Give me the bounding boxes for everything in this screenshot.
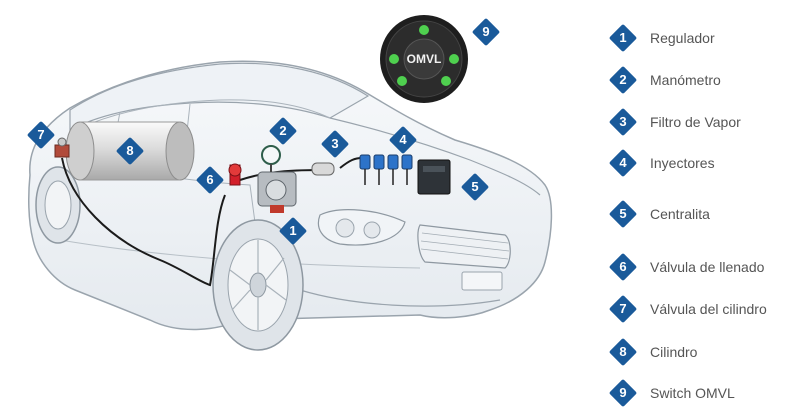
cylinder-valve [54, 137, 70, 158]
marker-injectors: 4 [388, 125, 418, 155]
legend-marker: 1 [608, 23, 638, 53]
marker-number: 5 [471, 179, 479, 194]
marker-ecu: 5 [460, 172, 490, 202]
legend-label: Válvula de llenado [650, 259, 765, 275]
legend-marker: 6 [608, 252, 638, 282]
legend-label: Regulador [650, 30, 715, 46]
ecu-part [417, 159, 451, 195]
legend-label: Manómetro [650, 72, 721, 88]
switch-led-left [389, 54, 399, 64]
marker-cylinder: 8 [115, 136, 145, 166]
switch-brand-label: OMVL [407, 52, 442, 66]
legend-item: 3 Filtro de Vapor [608, 107, 741, 137]
marker-number: 8 [126, 143, 134, 158]
marker-number: 9 [482, 24, 490, 39]
injectors-part [359, 154, 413, 185]
car-rear-wheel [35, 166, 81, 244]
legend-label: Switch OMVL [650, 385, 735, 401]
legend-item: 9 Switch OMVL [608, 378, 735, 407]
legend-item: 5 Centralita [608, 199, 710, 229]
regulator-part [257, 171, 297, 213]
marker-vapor-filter: 3 [320, 129, 350, 159]
switch-led-right [449, 54, 459, 64]
omvl-switch: OMVL [380, 15, 468, 103]
marker-number: 6 [206, 172, 214, 187]
car-bumper [299, 289, 501, 307]
marker-number: 2 [279, 123, 287, 138]
marker-number: 7 [37, 127, 45, 142]
legend-label: Centralita [650, 206, 710, 222]
legend-item: 7 Válvula del cilindro [608, 294, 767, 324]
car-front-wheel [212, 219, 304, 351]
legend-marker: 7 [608, 294, 638, 324]
switch-led-top [419, 25, 429, 35]
manometer-part [261, 145, 281, 172]
switch-led-bottom-right [441, 76, 451, 86]
legend-marker: 3 [608, 107, 638, 137]
marker-number: 4 [399, 132, 407, 147]
legend-marker: 8 [608, 337, 638, 367]
marker-filling-valve: 6 [195, 165, 225, 195]
marker-number: 3 [331, 136, 339, 151]
marker-regulator: 1 [278, 216, 308, 246]
switch-led-bottom-left [397, 76, 407, 86]
vapor-filter-part [311, 162, 335, 176]
car-grille [417, 224, 511, 269]
car-plate [461, 271, 503, 291]
legend-label: Válvula del cilindro [650, 301, 767, 317]
marker-number: 1 [289, 223, 297, 238]
marker-cylinder-valve: 7 [26, 120, 56, 150]
car-roof [69, 62, 370, 131]
legend-marker: 4 [608, 148, 638, 178]
marker-switch: 9 [471, 17, 501, 47]
car-hood [329, 117, 541, 196]
marker-manometer: 2 [268, 116, 298, 146]
legend-item: 1 Regulador [608, 23, 715, 53]
legend-item: 4 Inyectores [608, 148, 715, 178]
filling-valve [228, 163, 242, 186]
legend-marker: 9 [608, 378, 638, 407]
legend-marker: 5 [608, 199, 638, 229]
car-illustration [28, 60, 553, 351]
legend-item: 6 Válvula de llenado [608, 252, 765, 282]
gas-line [61, 157, 226, 287]
legend-item: 8 Cilindro [608, 337, 698, 367]
legend-item: 2 Manómetro [608, 65, 721, 95]
legend-marker: 2 [608, 65, 638, 95]
legend-label: Cilindro [650, 344, 698, 360]
car-window-line [79, 99, 331, 129]
legend-label: Inyectores [650, 155, 715, 171]
legend-label: Filtro de Vapor [650, 114, 741, 130]
